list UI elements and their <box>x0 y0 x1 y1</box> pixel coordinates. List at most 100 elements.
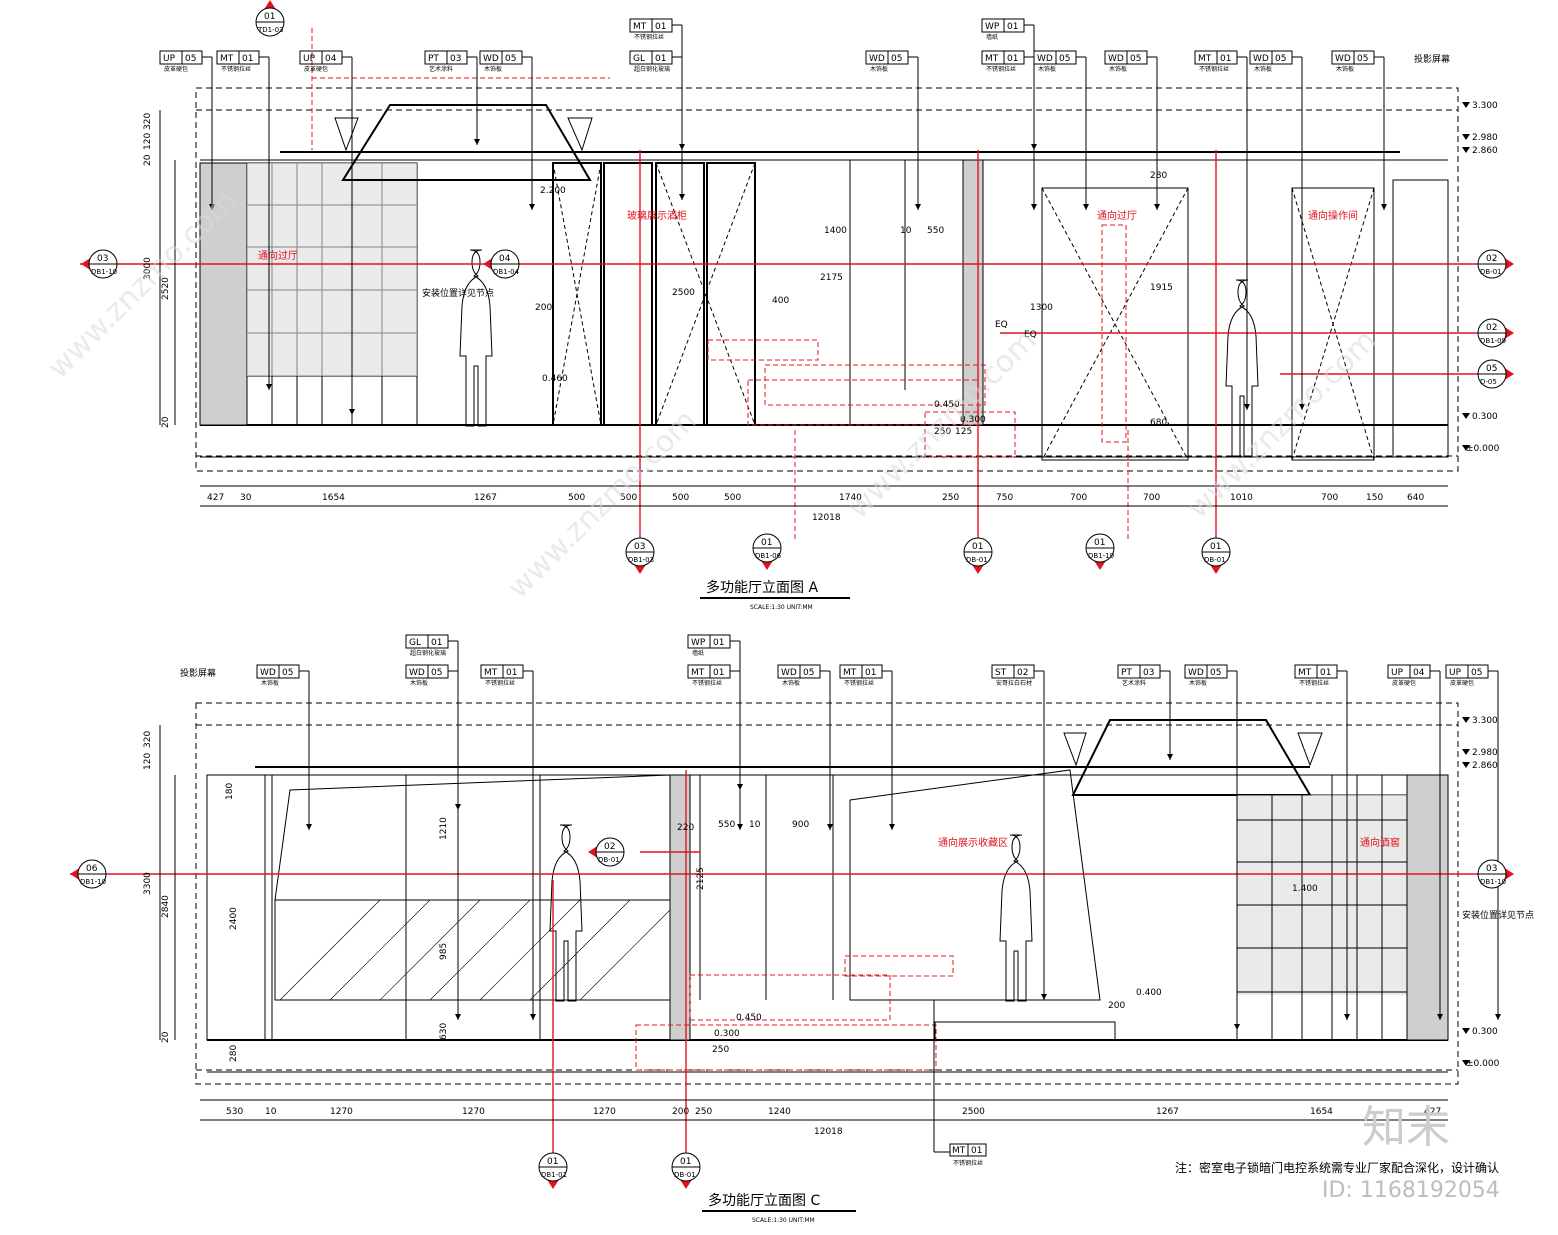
svg-text:900: 900 <box>792 820 809 830</box>
svg-text:680: 680 <box>1150 418 1167 428</box>
svg-text:不锈钢拉丝: 不锈钢拉丝 <box>953 1159 983 1167</box>
svg-text:木饰板: 木饰板 <box>484 65 502 73</box>
svg-text:01: 01 <box>1210 542 1221 552</box>
svg-text:GL: GL <box>633 54 645 64</box>
svg-text:150: 150 <box>1366 493 1383 503</box>
svg-text:DB-01: DB-01 <box>598 856 620 864</box>
door-to-operation-a <box>1291 187 1375 461</box>
svg-text:2175: 2175 <box>820 273 843 283</box>
svg-text:750: 750 <box>996 493 1013 503</box>
svg-text:01: 01 <box>1320 668 1331 678</box>
projection-screen-c <box>206 774 266 1041</box>
red-label-a-2: 通向过厅 <box>1097 209 1137 222</box>
watermark-id: ID: 1168192054 <box>1322 1178 1500 1203</box>
svg-text:DB1-10: DB1-10 <box>1480 878 1506 886</box>
svg-text:10: 10 <box>749 820 761 830</box>
svg-text:01: 01 <box>1094 538 1105 548</box>
svg-text:MT: MT <box>1198 54 1212 64</box>
elevation-a: 玻璃展示酒柜 通向过厅 通向操作间 通向过厅 安装位置详见节点 投影屏幕 3.3… <box>80 0 1514 611</box>
red-label-a-3: 通向操作间 <box>1308 209 1358 222</box>
section-mark[interactable]: 05D-05 <box>1477 359 1514 389</box>
svg-text:WD: WD <box>1253 54 1269 64</box>
svg-text:2.860: 2.860 <box>1472 146 1498 156</box>
svg-text:MT: MT <box>1298 668 1312 678</box>
svg-text:不锈钢拉丝: 不锈钢拉丝 <box>692 679 722 687</box>
svg-text:艺术涂料: 艺术涂料 <box>1122 679 1146 687</box>
svg-text:250: 250 <box>695 1107 712 1117</box>
svg-text:0.300: 0.300 <box>1472 1027 1498 1037</box>
svg-text:0.450: 0.450 <box>934 400 960 410</box>
footnote: 注：密室电子锁暗门电控系统需专业厂家配合深化，设计确认 <box>1175 1160 1499 1175</box>
svg-text:01: 01 <box>264 12 275 22</box>
svg-text:20: 20 <box>143 154 153 166</box>
svg-text:WD: WD <box>260 668 276 678</box>
svg-text:墙纸: 墙纸 <box>986 33 998 41</box>
svg-text:05: 05 <box>1130 54 1141 64</box>
svg-text:01: 01 <box>971 1146 982 1156</box>
svg-text:04: 04 <box>499 254 511 264</box>
svg-text:WD: WD <box>1037 54 1053 64</box>
human-figure-c2 <box>999 834 1033 1002</box>
svg-text:UP: UP <box>1391 668 1404 678</box>
red-label-a-0: 通向过厅 <box>258 249 298 262</box>
range-hood-c <box>1071 719 1312 796</box>
svg-text:02: 02 <box>1486 323 1497 333</box>
svg-text:0.400: 0.400 <box>1136 988 1162 998</box>
svg-text:280: 280 <box>229 1045 239 1062</box>
sofa-outline-c <box>635 955 954 1071</box>
svg-text:1210: 1210 <box>439 817 449 840</box>
svg-text:550: 550 <box>927 226 944 236</box>
svg-text:±0.000: ±0.000 <box>1466 444 1500 454</box>
svg-text:01: 01 <box>547 1157 558 1167</box>
svg-text:木饰板: 木饰板 <box>1038 65 1056 73</box>
svg-text:皮革硬包: 皮革硬包 <box>1450 679 1474 687</box>
svg-text:03: 03 <box>1143 668 1154 678</box>
svg-text:1400: 1400 <box>824 226 847 236</box>
svg-text:UP: UP <box>163 54 176 64</box>
svg-text:www.znzmo.com: www.znzmo.com <box>501 403 704 606</box>
human-figure-a <box>459 249 493 427</box>
total-width-c: 12018 <box>814 1127 843 1137</box>
svg-text:05: 05 <box>1357 54 1368 64</box>
svg-text:不锈钢拉丝: 不锈钢拉丝 <box>485 679 515 687</box>
svg-text:180: 180 <box>225 783 235 800</box>
svg-text:985: 985 <box>439 943 449 960</box>
svg-text:700: 700 <box>1321 493 1338 503</box>
svg-text:DB1-06: DB1-06 <box>755 552 782 560</box>
scale-a: SCALE:1:30 UNIT:MM <box>750 604 813 611</box>
svg-text:0.300: 0.300 <box>960 415 986 425</box>
svg-text:01: 01 <box>655 22 666 32</box>
svg-text:2125: 2125 <box>696 867 706 890</box>
svg-text:320: 320 <box>143 731 153 748</box>
svg-text:EQ: EQ <box>1024 330 1037 340</box>
svg-text:1654: 1654 <box>322 493 345 503</box>
svg-text:01: 01 <box>713 668 724 678</box>
human-figure-a2 <box>1225 279 1259 457</box>
watermark-brand: 知末 <box>1362 1102 1450 1153</box>
